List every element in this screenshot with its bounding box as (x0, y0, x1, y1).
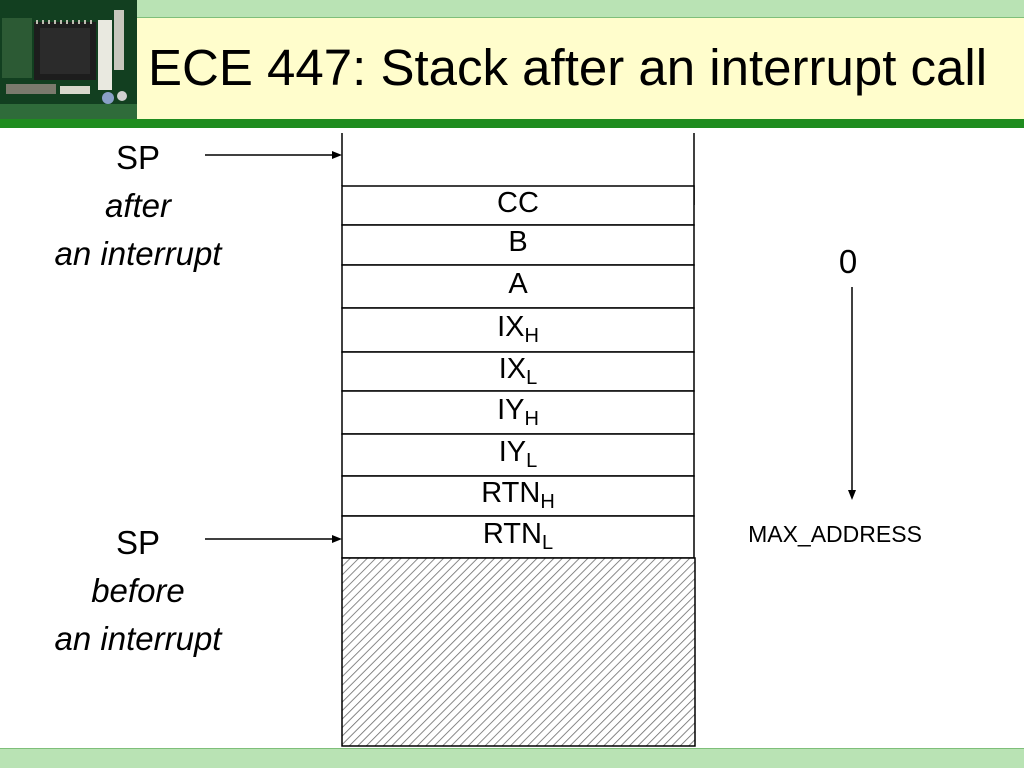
stack-cell-subscript: H (540, 491, 555, 513)
stack-cell-label: RTNH (342, 477, 694, 513)
sp-after-arrowhead (332, 151, 342, 159)
stack-cell-label: CC (342, 187, 694, 220)
stack-cell-register: CC (497, 186, 539, 219)
stack-cell (341, 515, 695, 559)
stack-cell-register: IY (497, 393, 525, 426)
sp-after-line1: after (104, 187, 172, 224)
stack-cell (341, 433, 695, 477)
stack-cell (341, 351, 695, 392)
stack-cell-subscript: H (524, 407, 539, 430)
title-band (137, 18, 1024, 119)
top-stripe (0, 0, 1024, 18)
bottom-stripe (0, 748, 1024, 768)
stack-cell-register: IY (498, 436, 527, 468)
circuit-board-logo (0, 0, 137, 119)
stack-cell-label: IYL (342, 436, 694, 472)
stack-cell (341, 390, 695, 435)
stack-cell-register: RTN (481, 477, 541, 509)
sp-after-label: SP after an interrupt (38, 134, 238, 278)
stack-cell-register: IX (497, 311, 525, 343)
stack-cell-label: A (342, 268, 694, 301)
stack-cell-label: IXH (342, 311, 694, 347)
sp-before-line2: an interrupt (54, 620, 222, 657)
stack-cell-register: IX (498, 352, 527, 385)
stack-cell-label: IYH (342, 393, 694, 430)
sp-after-sp: SP (115, 139, 161, 176)
stack-cell-subscript: L (526, 450, 538, 472)
stack-cell-register: B (508, 226, 528, 258)
stack-cell (341, 307, 695, 353)
stack-cell-register: RTN (482, 518, 542, 550)
stack-cell (341, 264, 695, 309)
stack-cell-label: RTNL (342, 518, 694, 554)
circuit-board-image (0, 0, 137, 119)
sp-before-line1: before (91, 572, 185, 609)
stack-cell-label: B (342, 226, 694, 259)
stack-cell-subscript: L (526, 366, 538, 389)
sp-before-sp: SP (115, 524, 161, 561)
sp-before-label: SP before an interrupt (38, 519, 238, 663)
stack-cell-subscript: H (524, 325, 539, 347)
address-axis-arrowhead (848, 490, 856, 500)
stack-cell-register: A (508, 267, 528, 300)
used-stack-region (341, 557, 696, 747)
stack-cell (341, 185, 695, 226)
stack-cell-subscript: L (541, 532, 554, 554)
sp-after-line2: an interrupt (54, 235, 222, 272)
slide-title: ECE 447: Stack after an interrupt call (148, 39, 988, 96)
stack-cells (341, 185, 695, 559)
max-address-label: MAX_ADDRESS (748, 521, 922, 547)
stack-cell (341, 475, 695, 517)
header-divider (0, 119, 1024, 128)
sp-before-arrowhead (332, 535, 342, 543)
address-zero-label: 0 (838, 243, 858, 280)
stack-cell-label: IXL (342, 352, 694, 389)
